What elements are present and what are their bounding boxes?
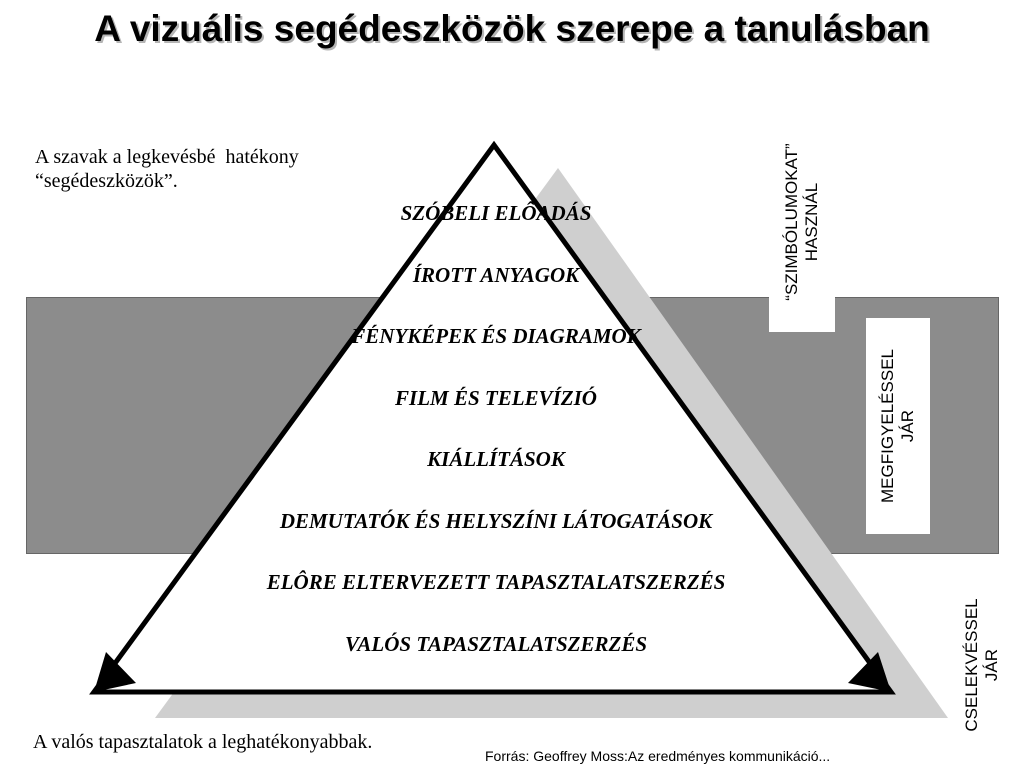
note-top-line2: “segédeszközök”. bbox=[35, 170, 178, 192]
right-arrowhead bbox=[848, 652, 891, 692]
level-written-materials: ÍROTT ANYAGOK bbox=[412, 263, 580, 287]
level-planned-experience: ELÔRE ELTERVEZETT TAPASZTALATSZERZÉS bbox=[266, 570, 726, 594]
note-top-line1: A szavak a legkevésbé hatékony bbox=[35, 146, 299, 168]
level-real-experience: VALÓS TAPASZTALATSZERZÉS bbox=[344, 632, 648, 656]
symbols-label-box: “SZIMBÓLUMOKAT” HASZNÁL bbox=[769, 112, 835, 332]
observation-label-line2: JÁR bbox=[898, 409, 917, 443]
level-photos-diagrams: FÉNYKÉPEK ÉS DIAGRAMOK bbox=[351, 324, 641, 348]
observation-label-box: MEGFIGYELÉSSEL JÁR bbox=[866, 318, 930, 534]
source-citation: Forrás: Geoffrey Moss:Az eredményes komm… bbox=[485, 748, 831, 764]
action-label-box: CSELEKVÉSSEL JÁR bbox=[952, 570, 1012, 760]
learning-pyramid-triangle bbox=[89, 140, 896, 695]
left-arrowhead bbox=[94, 652, 136, 692]
observation-label-line1: MEGFIGYELÉSSEL bbox=[878, 349, 897, 503]
action-label-line2: JÁR bbox=[982, 648, 1001, 682]
level-exhibitions: KIÁLLÍTÁSOK bbox=[427, 447, 565, 471]
action-label-line1: CSELEKVÉSSEL bbox=[962, 598, 981, 732]
real-experience-most-effective-note: A valós tapasztalatok a leghatékonyabbak… bbox=[33, 731, 373, 753]
level-verbal-lecture: SZÓBELI ELÔADÁS bbox=[400, 201, 592, 225]
level-demonstrations-visits: DEMUTATÓK ÉS HELYSZÍNI LÁTOGATÁSOK bbox=[279, 509, 713, 533]
slide-title: A vizuális segédeszközök szerepe a tanul… bbox=[94, 8, 930, 49]
level-film-television: FILM ÉS TELEVÍZIÓ bbox=[395, 386, 597, 410]
words-least-effective-note: A szavak a legkevésbé hatékony “segédesz… bbox=[35, 145, 395, 193]
